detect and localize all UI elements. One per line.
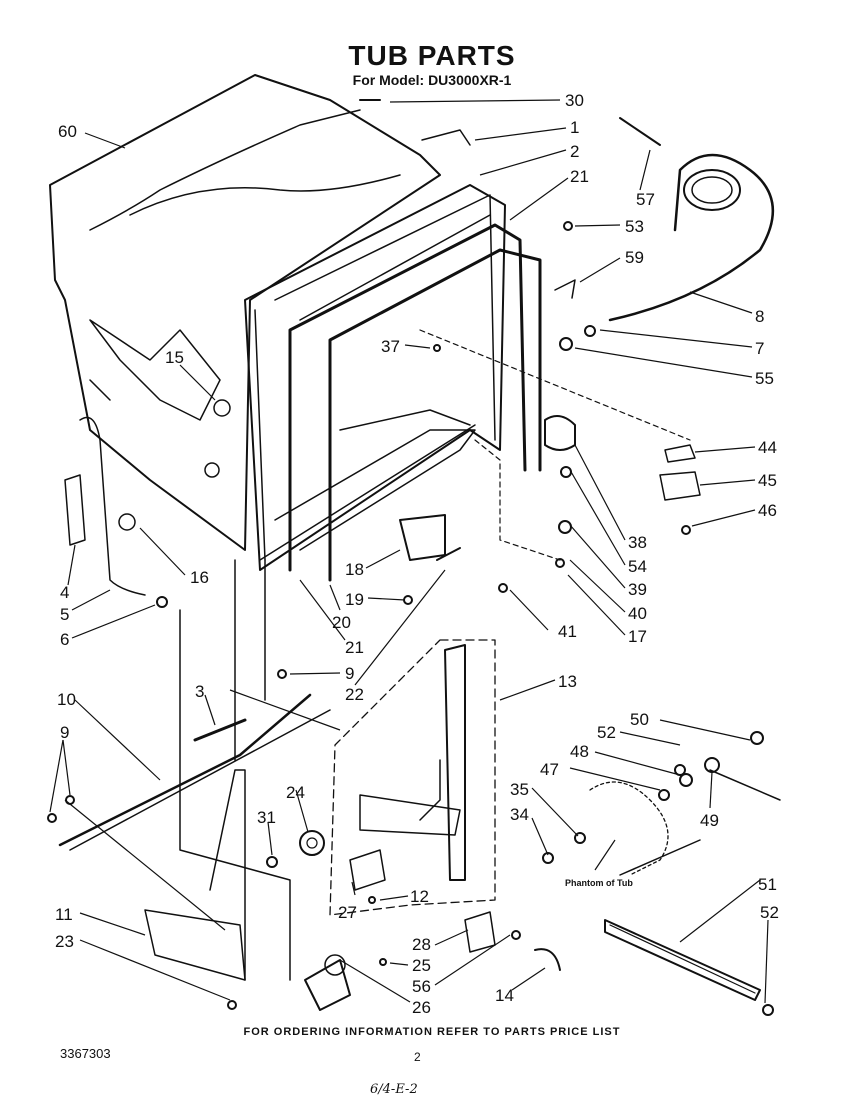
access-panel-outline (329, 639, 496, 916)
part-label: 57 (636, 190, 655, 209)
part-label: 53 (625, 217, 644, 236)
part-label: 38 (628, 533, 647, 552)
part-label: 41 (558, 622, 577, 641)
part-label: 14 (495, 986, 514, 1005)
float-shape (544, 415, 576, 451)
part-label: 45 (758, 471, 777, 490)
part-label: 59 (625, 248, 644, 267)
part-label: 16 (190, 568, 209, 587)
part-label: 2 (570, 142, 579, 161)
part-label: 6 (60, 630, 69, 649)
part-label: 48 (570, 742, 589, 761)
part-label: 13 (558, 672, 577, 691)
part-label: 11 (55, 905, 73, 924)
part-label: 50 (630, 710, 649, 729)
part-label: 40 (628, 604, 647, 623)
part-label: 4 (60, 583, 69, 602)
part-label: 8 (755, 307, 764, 326)
part-label: 26 (412, 998, 431, 1017)
part-label: 21 (345, 638, 364, 657)
part-label: 3 (195, 682, 204, 701)
part-label: 31 (257, 808, 276, 827)
part-label: 60 (58, 122, 77, 141)
part-label: 7 (755, 339, 764, 358)
part-label: 28 (412, 935, 431, 954)
toe-kick-shape (58, 693, 312, 847)
part-label: 23 (55, 932, 74, 951)
rail-shape (604, 919, 761, 1001)
part-label: 20 (332, 613, 351, 632)
fill-hose-shape (608, 153, 775, 322)
part-label: 10 (57, 690, 76, 709)
part-label: 47 (540, 760, 559, 779)
part-label: 27 (338, 903, 357, 922)
part-label: 9 (60, 723, 69, 742)
part-label: 52 (597, 723, 616, 742)
part-label: 39 (628, 580, 647, 599)
part-label: 22 (345, 685, 364, 704)
part-label: 17 (628, 627, 647, 646)
part-label: 12 (410, 887, 429, 906)
part-label: 18 (345, 560, 364, 579)
heater-bracket-shape (399, 514, 446, 561)
side-bracket-shape (444, 644, 466, 881)
part-label: 9 (345, 664, 354, 683)
part-label: 35 (510, 780, 529, 799)
page-number: 2 (414, 1050, 421, 1064)
part-label: 44 (758, 438, 777, 457)
part-label: 30 (565, 91, 584, 110)
door-gasket-shape (288, 223, 527, 572)
phantom-of-tub-note: Phantom of Tub (565, 878, 633, 888)
water-valve-shape (304, 959, 351, 1011)
tub-body-shape (244, 184, 506, 571)
page-title: TUB PARTS (348, 40, 516, 71)
part-label: 19 (345, 590, 364, 609)
part-label: 24 (286, 783, 305, 802)
part-label: 51 (758, 875, 777, 894)
part-label: 15 (165, 348, 184, 367)
ordering-note: FOR ORDERING INFORMATION REFER TO PARTS … (243, 1026, 621, 1038)
part-label: 5 (60, 605, 69, 624)
insulation-blanket-shape (49, 74, 441, 551)
handwritten-mark: 6/4-E-2 (370, 1082, 418, 1097)
wheel-shape (299, 830, 325, 856)
document-number: 3367303 (60, 1046, 111, 1061)
part-label: 34 (510, 805, 529, 824)
part-label: 49 (700, 811, 719, 830)
part-label: 52 (760, 903, 779, 922)
part-label: 21 (570, 167, 589, 186)
model-subtitle: For Model: DU3000XR-1 (352, 72, 512, 88)
part-label: 25 (412, 956, 431, 975)
part-label: 46 (758, 501, 777, 520)
part-label: 56 (412, 977, 431, 996)
part-label: 37 (381, 337, 400, 356)
part-label: 1 (570, 118, 579, 137)
part-label: 54 (628, 557, 647, 576)
part-label: 55 (755, 369, 774, 388)
